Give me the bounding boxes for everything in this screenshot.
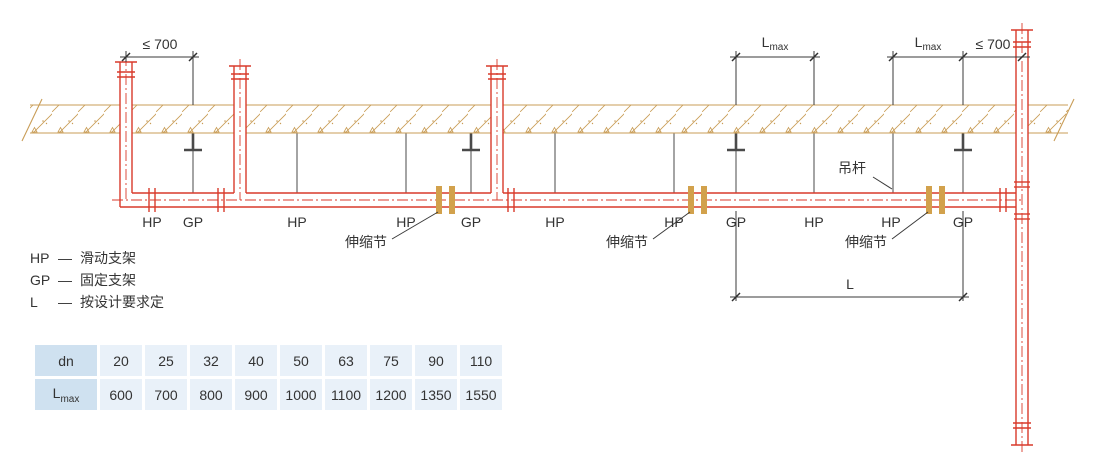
- support-labels: HP GP HP HP GP HP HP GP HP HP GP: [142, 214, 973, 230]
- lmax-value-cell: 600: [100, 379, 142, 410]
- fixed-support: [184, 133, 202, 193]
- legend-item-hp: HP — 滑动支架: [30, 247, 164, 269]
- legend-desc: 按设计要求定: [80, 294, 164, 310]
- expansion-joint-label: 伸缩节: [345, 234, 387, 250]
- dim-lmax-2: Lmax ≤ 700: [887, 34, 1030, 105]
- lmax-value-cell: 800: [190, 379, 232, 410]
- legend-dash: —: [58, 272, 72, 288]
- riser-2: [229, 65, 251, 193]
- support-label: GP: [726, 214, 746, 230]
- dn-value-cell: 20: [100, 345, 142, 376]
- legend-term: L: [30, 294, 38, 310]
- dn-header-text: dn: [58, 352, 74, 369]
- support-label: HP: [287, 214, 306, 230]
- legend-term: GP: [30, 272, 51, 288]
- support-label: HP: [804, 214, 823, 230]
- fixed-supports: [184, 133, 972, 193]
- legend-item-gp: GP — 固定支架: [30, 269, 164, 291]
- hanger-rod-label: 吊杆: [838, 160, 866, 176]
- dim-lmax-1-text: Lmax: [762, 34, 789, 53]
- riser-1: [115, 61, 137, 207]
- dim-700-left-text: ≤ 700: [143, 36, 178, 52]
- dim-lmax-2-text: Lmax: [915, 34, 942, 53]
- riser-right: [1011, 29, 1033, 446]
- lmax-header-cell: Lmax: [35, 379, 97, 410]
- dn-value-cell: 50: [280, 345, 322, 376]
- dim-700-left: ≤ 700: [120, 36, 199, 105]
- dim-l-text: L: [846, 276, 854, 292]
- pipe-centerlines: [112, 23, 1023, 452]
- fixed-support: [954, 133, 972, 193]
- dn-value-cell: 63: [325, 345, 367, 376]
- fixed-support: [727, 133, 745, 193]
- dn-header-cell: dn: [35, 345, 97, 376]
- support-label: HP: [142, 214, 161, 230]
- dn-value-cell: 40: [235, 345, 277, 376]
- support-label: GP: [183, 214, 203, 230]
- ceiling-slab: [21, 98, 1075, 142]
- expansion-joints: [436, 186, 945, 214]
- expansion-joint-1: [436, 186, 455, 214]
- expansion-joint-label: 伸缩节: [606, 234, 648, 250]
- lmax-value-cell: 1200: [370, 379, 412, 410]
- fixed-support: [462, 133, 480, 193]
- slab-break-right: [1053, 98, 1075, 142]
- lmax-value-cell: 900: [235, 379, 277, 410]
- support-label: GP: [461, 214, 481, 230]
- dim-l: L: [730, 211, 969, 302]
- lmax-header-text: Lmax: [52, 384, 80, 405]
- callout-leaders: [391, 176, 929, 240]
- hanger-rods: [296, 133, 894, 193]
- legend: HP — 滑动支架 GP — 固定支架 L — 按设计要求定: [30, 247, 164, 313]
- spec-table: dn 20 25 32 40 50 63 75 90 110 Lmax 600 …: [35, 345, 502, 410]
- dim-lmax-1: Lmax: [730, 34, 820, 105]
- lmax-value-cell: 1550: [460, 379, 502, 410]
- legend-desc: 滑动支架: [80, 250, 136, 266]
- support-label: HP: [881, 214, 900, 230]
- lmax-value-cell: 1000: [280, 379, 322, 410]
- legend-desc: 固定支架: [80, 272, 136, 288]
- legend-item-l: L — 按设计要求定: [30, 291, 164, 313]
- expansion-joint-2: [688, 186, 707, 214]
- pipe-fittings: [148, 188, 1007, 212]
- support-label: GP: [953, 214, 973, 230]
- dn-value-cell: 110: [460, 345, 502, 376]
- dn-value-cell: 90: [415, 345, 457, 376]
- support-label: HP: [545, 214, 564, 230]
- dn-value-cell: 32: [190, 345, 232, 376]
- dn-value-cell: 25: [145, 345, 187, 376]
- riser-3: [486, 65, 508, 193]
- expansion-joint-label: 伸缩节: [845, 234, 887, 250]
- legend-term: HP: [30, 250, 50, 266]
- support-label: HP: [396, 214, 415, 230]
- lmax-value-cell: 700: [145, 379, 187, 410]
- slab-break-left: [21, 98, 43, 142]
- lmax-value-cell: 1350: [415, 379, 457, 410]
- dimensions: ≤ 700 Lmax Lmax ≤ 700: [120, 34, 1030, 302]
- expansion-joint-3: [926, 186, 945, 214]
- dn-value-cell: 75: [370, 345, 412, 376]
- legend-dash: —: [58, 250, 72, 266]
- dim-700-right-text: ≤ 700: [976, 36, 1011, 52]
- legend-dash: —: [58, 294, 72, 310]
- lmax-value-cell: 1100: [325, 379, 367, 410]
- callout-labels: 伸缩节 伸缩节 伸缩节 吊杆: [345, 160, 887, 250]
- support-label: HP: [664, 214, 683, 230]
